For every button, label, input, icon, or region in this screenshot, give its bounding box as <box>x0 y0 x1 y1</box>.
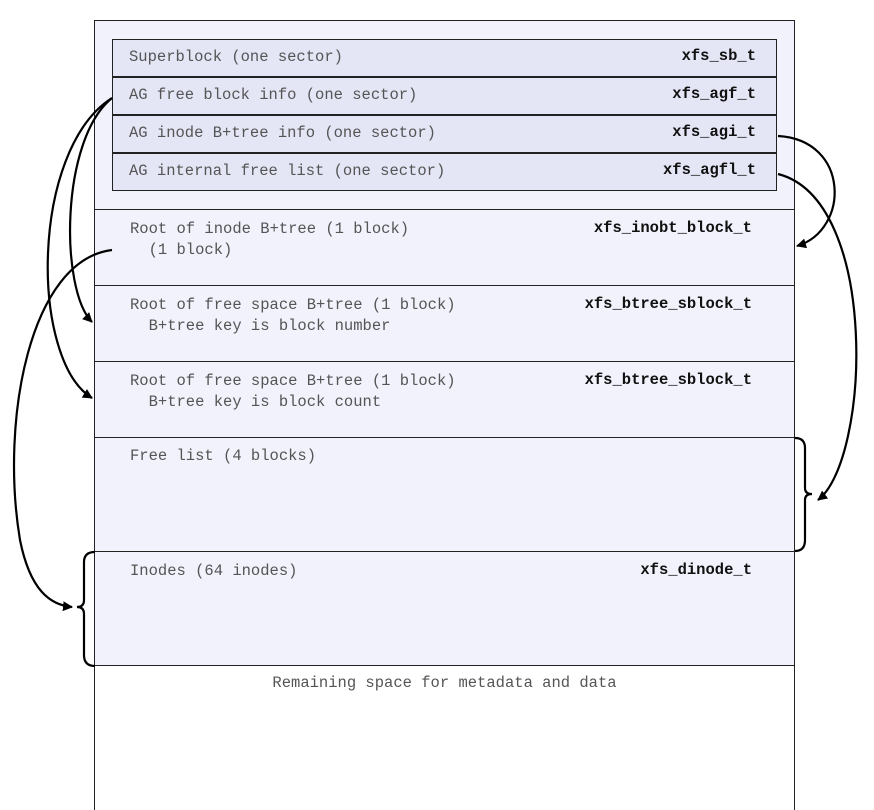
block-label: Root of free space B+tree (1 block) <box>130 296 456 314</box>
block-free-list: Free list (4 blocks) <box>95 437 794 552</box>
sector-type: xfs_agfl_t <box>662 161 756 179</box>
block-inodes: Inodes (64 inodes) xfs_dinode_t <box>95 551 794 666</box>
block-label: Root of free space B+tree (1 block) <box>130 372 456 390</box>
sector-type: xfs_sb_t <box>681 47 756 65</box>
arrow-agf-to-cnt-root <box>46 97 113 399</box>
block-type: xfs_inobt_block_t <box>593 219 752 237</box>
block-type: xfs_btree_sblock_t <box>584 295 752 313</box>
block-type: xfs_dinode_t <box>640 561 752 579</box>
sector-type: xfs_agf_t <box>672 85 756 103</box>
free-list-brace <box>794 436 813 553</box>
block-sublabel: (1 block) <box>130 241 233 259</box>
ag-layout-frame <box>94 20 795 810</box>
block-inode-btree-root: Root of inode B+tree (1 block) (1 block)… <box>95 209 794 286</box>
sector-label: Superblock (one sector) <box>129 48 343 66</box>
block-sublabel: B+tree key is block count <box>130 393 382 411</box>
arrow-inobt-to-inodes <box>12 248 113 612</box>
block-type: xfs_btree_sblock_t <box>584 371 752 389</box>
remaining-space-label: Remaining space for metadata and data <box>272 674 617 692</box>
sector-superblock: Superblock (one sector) xfs_sb_t <box>112 39 777 77</box>
sector-agf: AG free block info (one sector) xfs_agf_… <box>112 77 777 115</box>
block-label: Root of inode B+tree (1 block) <box>130 220 410 238</box>
inodes-brace <box>76 550 96 668</box>
block-label: Free list (4 blocks) <box>130 447 317 465</box>
block-free-space-btree-bno: Root of free space B+tree (1 block) B+tr… <box>95 285 794 362</box>
sector-label: AG internal free list (one sector) <box>129 162 446 180</box>
sector-agi: AG inode B+tree info (one sector) xfs_ag… <box>112 115 777 153</box>
sector-label: AG inode B+tree info (one sector) <box>129 124 436 142</box>
block-label: Inodes (64 inodes) <box>130 562 298 580</box>
block-free-space-btree-cnt: Root of free space B+tree (1 block) B+tr… <box>95 361 794 438</box>
arrow-agf-to-bno-root <box>69 97 113 323</box>
block-sublabel: B+tree key is block number <box>130 317 391 335</box>
arrow-agi-to-inobt-root <box>777 134 836 249</box>
sector-agfl: AG internal free list (one sector) xfs_a… <box>112 153 777 191</box>
sector-label: AG free block info (one sector) <box>129 86 418 104</box>
arrow-agfl-to-free-list <box>777 172 858 501</box>
sector-type: xfs_agi_t <box>672 123 756 141</box>
